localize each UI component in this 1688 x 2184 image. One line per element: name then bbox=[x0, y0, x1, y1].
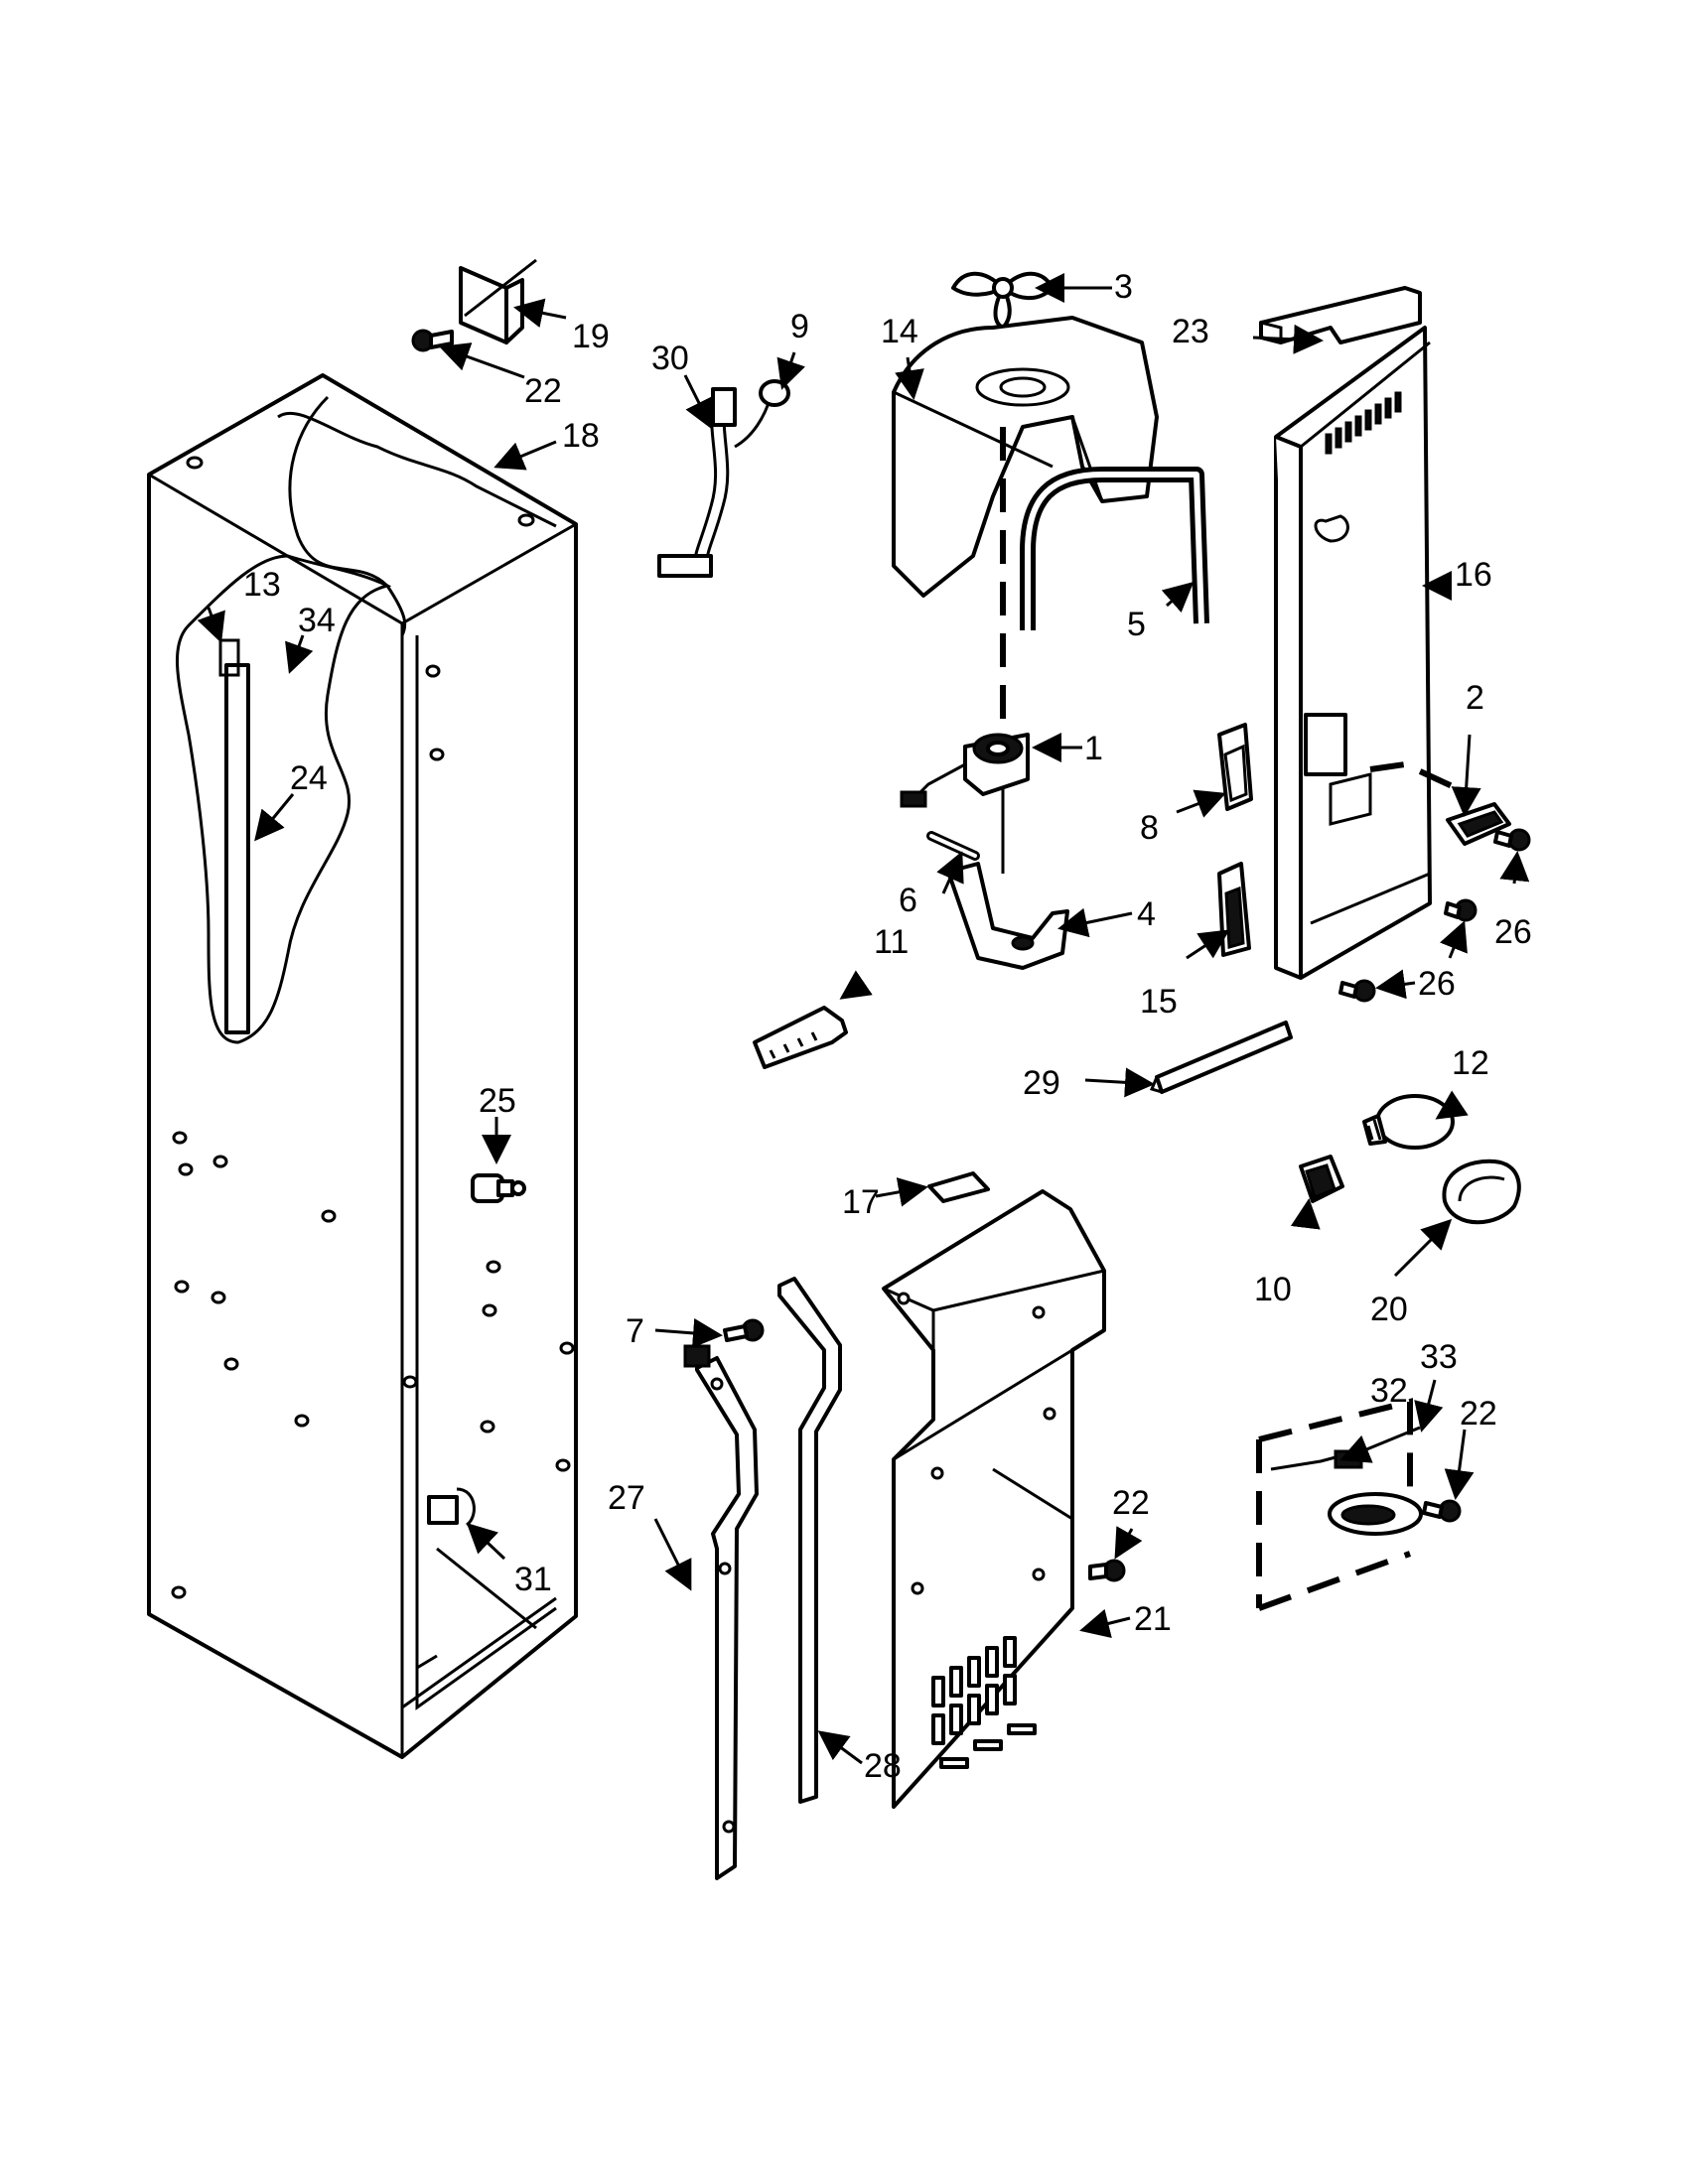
screw-26-lower bbox=[1338, 979, 1376, 1003]
callout-21: 21 bbox=[1134, 1600, 1172, 1638]
motor-bracket-4 bbox=[946, 862, 1069, 970]
screw-22-middle bbox=[1088, 1559, 1126, 1582]
freezer-liner bbox=[147, 373, 578, 1759]
label-17 bbox=[927, 1171, 990, 1203]
trim-29 bbox=[1149, 1021, 1293, 1094]
callout-20: 20 bbox=[1370, 1291, 1408, 1328]
light-bulb-12 bbox=[1362, 1094, 1455, 1150]
rod-6 bbox=[926, 831, 980, 861]
callout-2: 2 bbox=[1466, 679, 1484, 717]
callout-8: 8 bbox=[1140, 809, 1159, 847]
callout-11: 11 bbox=[874, 923, 909, 961]
callout-4: 4 bbox=[1137, 895, 1156, 933]
callout-labels: 1 2 3 4 5 6 7 8 9 10 11 12 13 14 15 16 1… bbox=[243, 268, 1532, 1785]
screw-22-top bbox=[411, 329, 454, 352]
callout-18: 18 bbox=[562, 417, 600, 455]
callout-12: 12 bbox=[1452, 1044, 1489, 1082]
callout-1: 1 bbox=[1084, 730, 1103, 767]
screw-7 bbox=[683, 1318, 765, 1368]
callout-9: 9 bbox=[790, 308, 809, 345]
callout-25: 25 bbox=[479, 1082, 516, 1120]
lower-cover-21 bbox=[882, 1189, 1106, 1809]
callout-26-middle: 26 bbox=[1418, 965, 1456, 1003]
damper-2 bbox=[1446, 802, 1511, 846]
clip-31 bbox=[427, 1487, 476, 1527]
wire-harness-30 bbox=[657, 379, 790, 578]
dispenser-group-33 bbox=[1256, 1398, 1423, 1611]
air-tower-16 bbox=[1274, 326, 1472, 980]
vent-slots bbox=[1325, 391, 1402, 455]
bracket-19 bbox=[459, 258, 537, 344]
baffle-15 bbox=[1217, 862, 1251, 957]
cover-vents bbox=[931, 1636, 1037, 1769]
tie-strap-11 bbox=[753, 1006, 848, 1069]
callout-22-top: 22 bbox=[524, 372, 562, 410]
callout-10: 10 bbox=[1254, 1271, 1292, 1308]
callout-26-right: 26 bbox=[1494, 913, 1532, 951]
screw-26-middle bbox=[1444, 898, 1477, 922]
callout-5: 5 bbox=[1127, 606, 1146, 643]
callout-33: 33 bbox=[1420, 1338, 1458, 1376]
leader-lines bbox=[197, 273, 1530, 1765]
duct-cover-23 bbox=[1259, 286, 1422, 344]
door-stop-25 bbox=[471, 1173, 526, 1203]
callout-24: 24 bbox=[290, 759, 328, 797]
callout-22-right: 22 bbox=[1460, 1395, 1497, 1433]
callout-6: 6 bbox=[899, 882, 917, 919]
callout-31: 31 bbox=[514, 1561, 552, 1598]
callout-3: 3 bbox=[1114, 268, 1133, 306]
callout-30: 30 bbox=[651, 340, 689, 377]
callout-14: 14 bbox=[881, 313, 918, 350]
baffle-8 bbox=[1217, 723, 1253, 811]
light-socket-10 bbox=[1299, 1155, 1344, 1203]
rail-27 bbox=[695, 1356, 759, 1880]
fan-motor-1 bbox=[900, 733, 1030, 808]
screw-22-right bbox=[1422, 1499, 1462, 1523]
screw-26-right bbox=[1493, 828, 1531, 852]
fan-shroud-14 bbox=[892, 316, 1159, 598]
light-shield-20 bbox=[1442, 1159, 1521, 1225]
callout-34: 34 bbox=[298, 602, 336, 639]
callout-13: 13 bbox=[243, 566, 281, 604]
liner-holes bbox=[171, 456, 575, 1599]
callout-23: 23 bbox=[1172, 313, 1209, 350]
callout-32: 32 bbox=[1370, 1372, 1408, 1410]
callout-16: 16 bbox=[1455, 556, 1492, 594]
callout-17: 17 bbox=[842, 1183, 880, 1221]
gasket-5 bbox=[1020, 467, 1209, 630]
fan-blade-3 bbox=[951, 271, 1055, 330]
callout-19: 19 bbox=[572, 318, 610, 355]
callout-22-middle: 22 bbox=[1112, 1484, 1150, 1522]
seal-strip-28 bbox=[777, 1277, 842, 1804]
callout-28: 28 bbox=[864, 1747, 902, 1785]
callout-7: 7 bbox=[626, 1312, 644, 1350]
callout-29: 29 bbox=[1023, 1064, 1060, 1102]
callout-15: 15 bbox=[1140, 983, 1178, 1021]
callout-27: 27 bbox=[608, 1479, 645, 1517]
